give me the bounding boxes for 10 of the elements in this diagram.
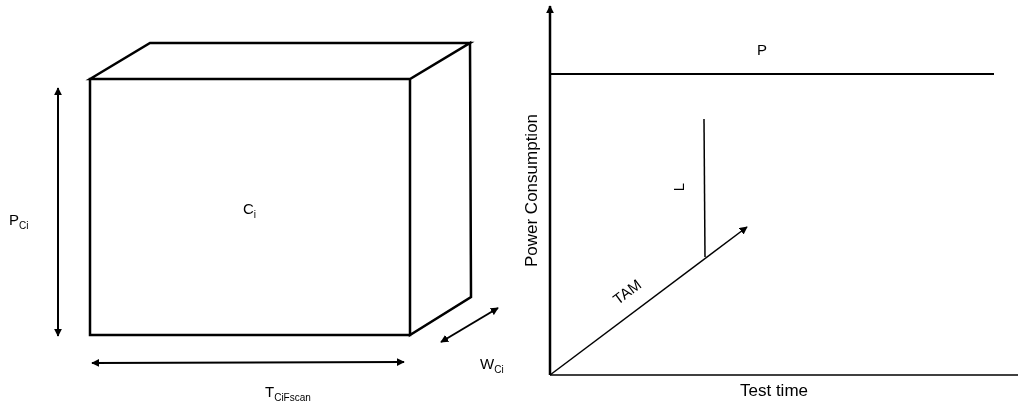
axis-title: Power Consumption [521,113,543,268]
dimension-label: W$_{Ci}$ [480,355,504,377]
axis-title: Test time [740,380,809,401]
arrow-label: TAM [609,275,645,309]
dimension-label: T$_{CiFscan}$ [265,383,311,405]
cuboid-block [88,40,474,338]
block-label: C$_{i}$ [243,200,257,222]
line-label: L [670,182,689,192]
line-label: P [757,41,767,59]
dimension-label: P$_{Ci}$ [9,211,29,233]
